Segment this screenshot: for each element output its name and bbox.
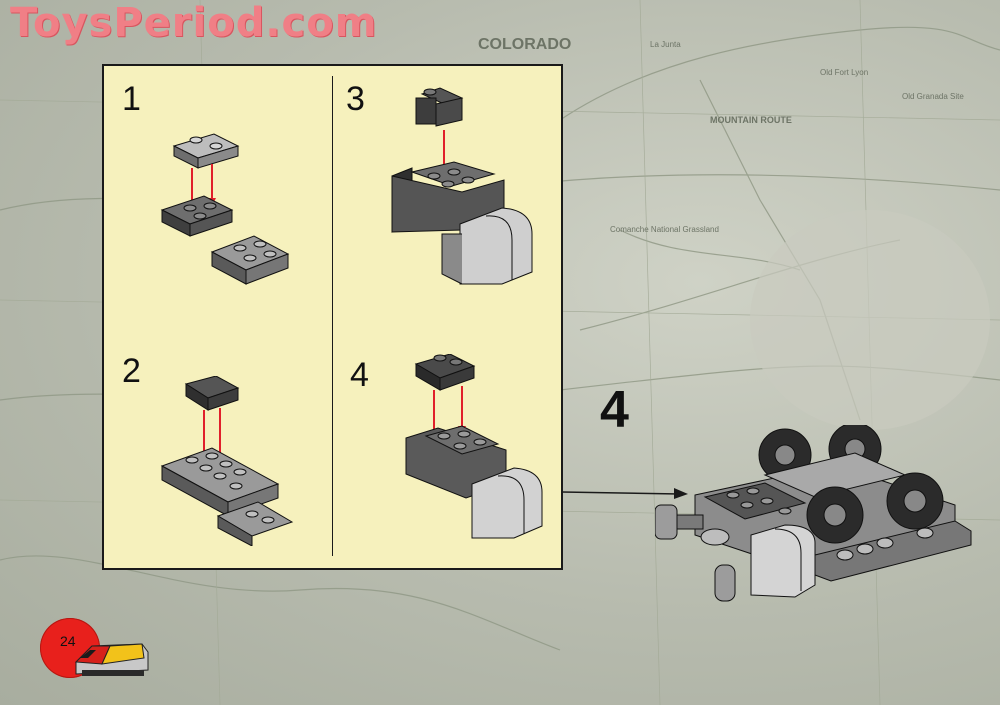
panel-divider [332, 76, 333, 556]
step-2-illustration [160, 376, 294, 546]
map-label-old-fort-lyon: Old Fort Lyon [820, 68, 869, 77]
step-number-2: 2 [122, 352, 141, 390]
step-1-illustration [160, 133, 290, 285]
sub-steps-panel: 1 2 3 4 [102, 64, 563, 570]
pointer-arrow [562, 488, 688, 499]
step-number-1: 1 [122, 80, 141, 118]
map-label-old-granada: Old Granada Site [902, 92, 964, 101]
page-number: 24 [60, 633, 76, 649]
map-label-mountain-route: MOUNTAIN ROUTE [710, 115, 792, 125]
bogie-assembly-illustration [655, 425, 972, 602]
main-step-number: 4 [600, 381, 629, 439]
step-4-illustration [405, 354, 543, 539]
map-label-colorado: COLORADO [478, 36, 572, 53]
watermark: ToysPeriod.com [10, 0, 378, 46]
step-3-illustration [391, 87, 533, 285]
map-label-comanche: Comanche National Grassland [610, 225, 719, 234]
map-label-la-junta: La Junta [650, 40, 681, 49]
step-number-3: 3 [346, 80, 365, 118]
locomotive-icon [74, 643, 149, 676]
step-number-4: 4 [350, 356, 369, 394]
